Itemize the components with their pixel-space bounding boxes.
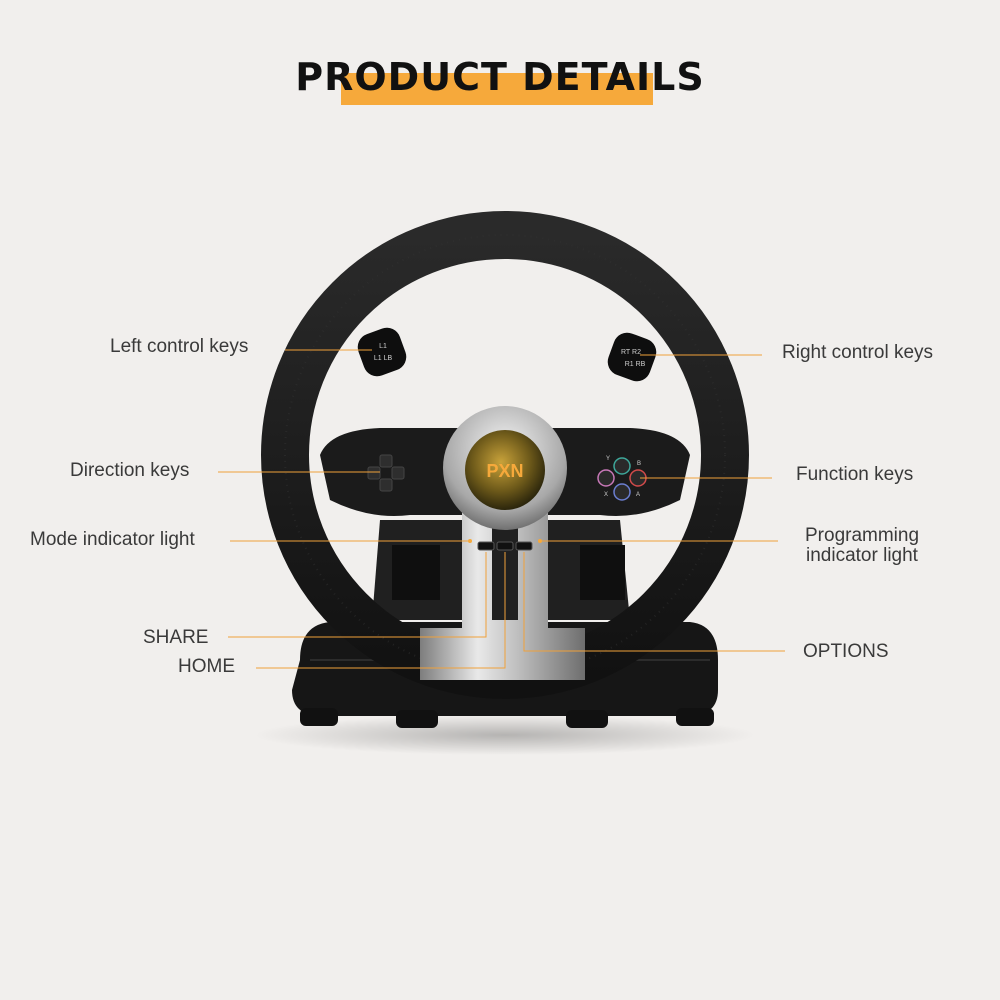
leader-options — [523, 552, 785, 652]
dpad-left[interactable] — [367, 466, 381, 480]
page-title: PRODUCT DETAILS — [295, 55, 705, 99]
face-label-y: Y — [606, 456, 610, 462]
triangle-button[interactable] — [613, 457, 631, 475]
brand-logo: PXN — [486, 461, 523, 481]
leader-home — [256, 552, 506, 669]
left-control-keys[interactable]: L1 L1 LB — [354, 324, 410, 380]
dpad-right[interactable] — [391, 466, 405, 480]
label-programming-line1: Programming — [805, 525, 920, 546]
programming-indicator-light — [538, 539, 542, 543]
label-function-keys: Function keys — [796, 464, 914, 485]
suction-foot — [566, 710, 608, 728]
center-hub: PXN — [443, 406, 567, 530]
label-options: OPTIONS — [803, 641, 889, 662]
label-programming-line2: indicator light — [806, 545, 918, 566]
face-label-a: A — [636, 492, 640, 498]
face-label-b: B — [637, 461, 641, 467]
dpad-down[interactable] — [379, 478, 393, 492]
right-key-bottom-label: R1 RB — [625, 361, 646, 368]
square-button[interactable] — [597, 469, 615, 487]
left-key-top-label: L1 — [379, 343, 387, 350]
label-left-control-keys: Left control keys — [110, 336, 249, 357]
floor-shadow — [255, 715, 755, 755]
right-key-top-label: RT R2 — [621, 349, 641, 356]
label-direction-keys: Direction keys — [70, 460, 190, 481]
direction-keys[interactable] — [367, 454, 405, 492]
suction-foot — [396, 710, 438, 728]
function-keys[interactable]: Y B A X — [597, 456, 647, 501]
share-button[interactable] — [477, 541, 495, 551]
chrome-bar — [420, 500, 585, 680]
label-mode-indicator-light: Mode indicator light — [30, 529, 195, 550]
suction-foot — [300, 708, 338, 726]
left-key-bottom-label: L1 LB — [374, 355, 393, 362]
right-control-keys[interactable]: RT R2 R1 RB — [604, 329, 660, 385]
options-button[interactable] — [515, 541, 533, 551]
face-label-x: X — [604, 492, 608, 498]
home-button[interactable] — [496, 541, 514, 551]
label-home: HOME — [178, 656, 235, 677]
label-share: SHARE — [143, 627, 209, 648]
dpad-up[interactable] — [379, 454, 393, 468]
cross-button[interactable] — [613, 483, 631, 501]
suction-foot — [676, 708, 714, 726]
title-block: PRODUCT DETAILS — [0, 55, 1000, 115]
label-right-control-keys: Right control keys — [782, 342, 934, 363]
mode-indicator-light — [468, 539, 472, 543]
leader-lines — [218, 349, 785, 669]
title-highlight-bar — [341, 73, 653, 105]
leader-share — [228, 552, 487, 638]
